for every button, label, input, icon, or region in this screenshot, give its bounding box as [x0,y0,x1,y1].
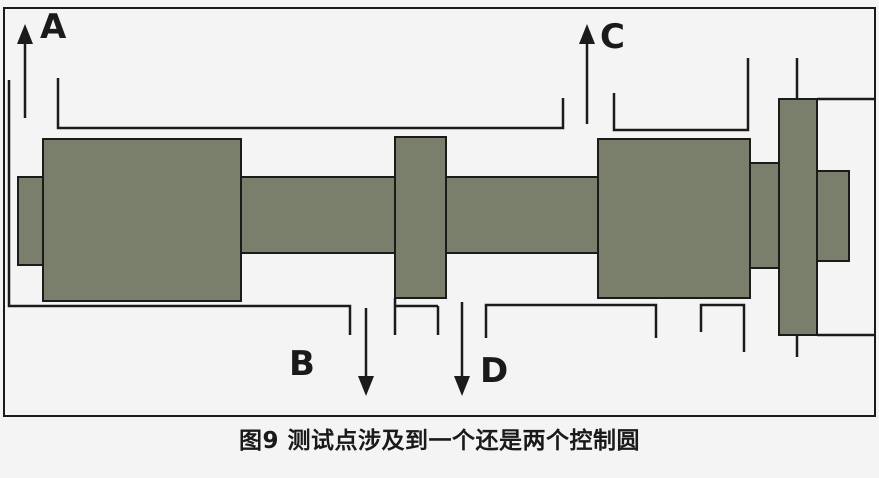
shaft-segment-3 [747,162,781,269]
figure-frame [3,7,876,417]
arrows [17,24,595,396]
right-block-ticks [699,303,746,352]
arrow-c-head [579,24,595,44]
label-d: D [480,351,508,391]
flange-disc [778,98,818,336]
shaft-parts [17,98,850,336]
shaft-segment-1 [239,176,397,254]
bracket-c [612,58,750,132]
label-a: A [40,7,67,47]
arrow-d-head [454,376,470,396]
shaft-left-end [17,176,47,266]
shaft-right-end [815,170,850,262]
bracket-d [484,303,658,338]
figure-caption: 图9 测试点涉及到一个还是两个控制圆 [238,428,640,454]
dimension-lines [7,58,875,357]
label-b: B [289,344,315,384]
shaft-segment-2 [443,176,601,254]
label-c: C [600,17,625,57]
arrow-b-head [358,376,374,396]
bearing-block-right [597,138,751,299]
bearing-block-left [42,138,242,302]
bracket-b-left [7,80,352,335]
bracket-a [56,78,565,130]
center-collar [394,136,447,299]
arrow-a-head [17,24,33,44]
